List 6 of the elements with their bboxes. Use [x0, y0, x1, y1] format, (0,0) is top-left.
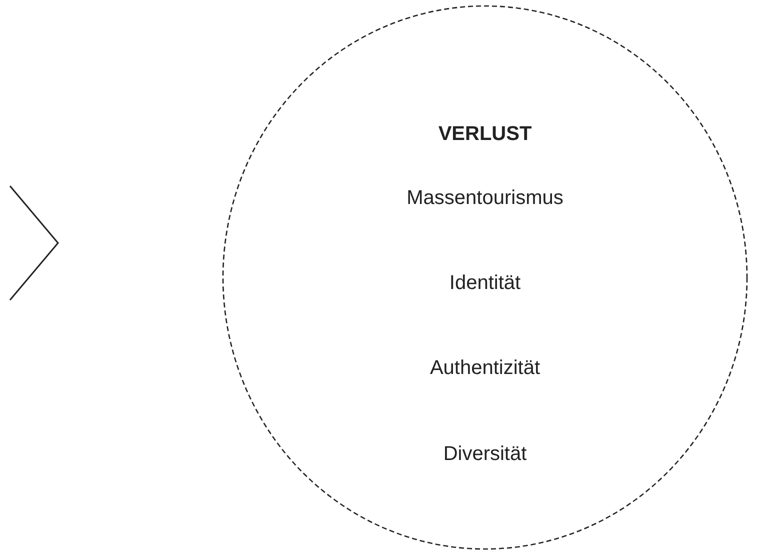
- list-item: Identität: [448, 272, 522, 295]
- list-item: Diversität: [442, 443, 528, 466]
- list-item: Massentourismus: [406, 187, 564, 210]
- heading: VERLUST: [437, 123, 533, 146]
- dashed-circle: [222, 5, 748, 550]
- list-item: Authentizität: [428, 357, 542, 380]
